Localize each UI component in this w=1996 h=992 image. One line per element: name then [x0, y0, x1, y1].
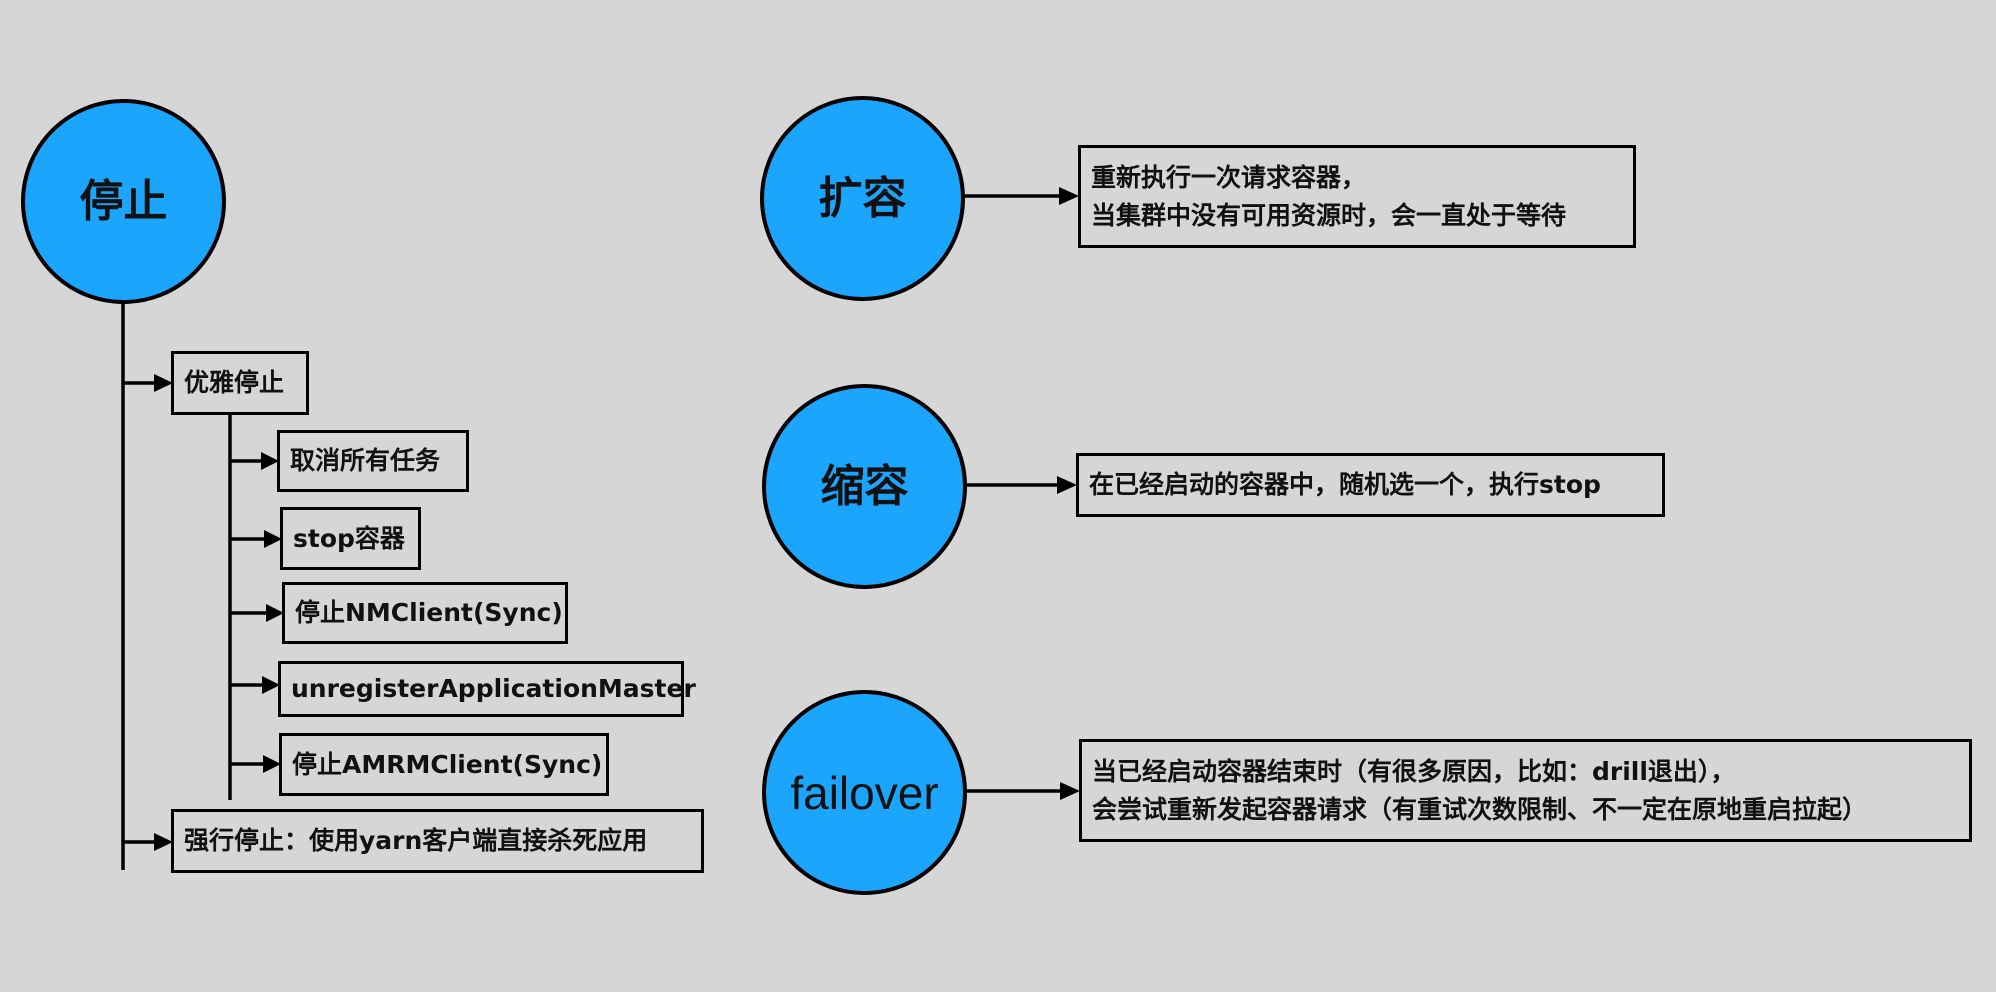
arrowhead-icon	[1060, 782, 1080, 800]
arrowhead-icon	[1059, 187, 1079, 205]
scale-down-node-label: 缩容	[820, 460, 909, 512]
scale-up-description-box: 重新执行一次请求容器， 当集群中没有可用资源时，会一直处于等待	[1078, 145, 1636, 248]
step-label: unregisterApplicationMaster	[291, 674, 696, 703]
step-label: 停止AMRMClient(Sync)	[292, 749, 603, 779]
scale-up-node: 扩容	[760, 96, 965, 301]
step-label: 取消所有任务	[290, 446, 441, 475]
failover-node: failover	[762, 690, 967, 895]
stop-node: 停止	[21, 99, 226, 304]
scale-up-description-line: 重新执行一次请求容器，	[1091, 162, 1367, 192]
forced-stop-label: 强行停止：使用yarn客户端直接杀死应用	[184, 826, 648, 855]
cancel-tasks-box: 取消所有任务	[277, 430, 469, 492]
graceful-stop-box: 优雅停止	[171, 351, 309, 415]
failover-description-line: 当已经启动容器结束时（有很多原因，比如：drill退出），	[1092, 756, 1736, 786]
scale-up-description-line: 当集群中没有可用资源时，会一直处于等待	[1091, 200, 1567, 230]
stop-containers-box: stop容器	[280, 507, 421, 570]
scale-down-description-line: 在已经启动的容器中，随机选一个，执行stop	[1089, 470, 1601, 499]
stop-node-label: 停止	[79, 175, 168, 227]
step-label: stop容器	[293, 523, 405, 553]
stop-amrmclient-box: 停止AMRMClient(Sync)	[279, 733, 609, 796]
scale-up-node-label: 扩容	[818, 172, 907, 224]
failover-description-box: 当已经启动容器结束时（有很多原因，比如：drill退出）， 会尝试重新发起容器请…	[1079, 739, 1972, 842]
unregister-am-box: unregisterApplicationMaster	[278, 661, 696, 717]
failover-description-line: 会尝试重新发起容器请求（有重试次数限制、不一定在原地重启拉起）	[1092, 794, 1868, 824]
stop-nmclient-box: 停止NMClient(Sync)	[282, 582, 568, 644]
scale-down-description-box: 在已经启动的容器中，随机选一个，执行stop	[1076, 453, 1665, 517]
forced-stop-box: 强行停止：使用yarn客户端直接杀死应用	[171, 809, 704, 873]
scale-down-node: 缩容	[762, 384, 967, 589]
step-label: 停止NMClient(Sync)	[295, 598, 563, 627]
graceful-stop-label: 优雅停止	[184, 368, 285, 397]
arrowhead-icon	[1057, 476, 1077, 494]
failover-node-label: failover	[790, 766, 939, 819]
